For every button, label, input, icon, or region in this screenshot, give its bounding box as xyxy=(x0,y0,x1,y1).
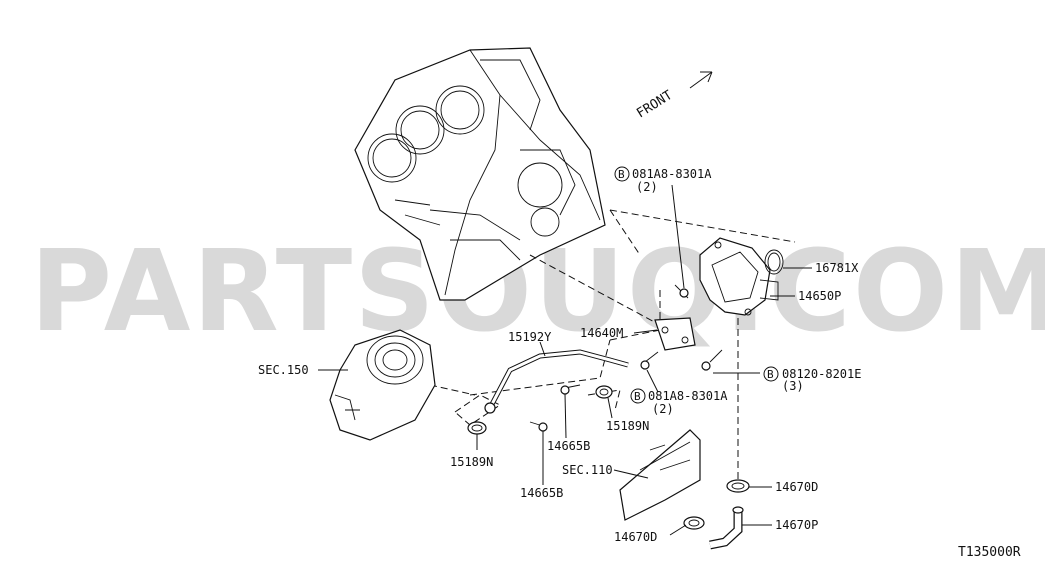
label-bolt-top-qty: (2) xyxy=(636,180,658,194)
bolt-left xyxy=(529,421,548,432)
callout-letter: B xyxy=(767,368,774,381)
label-bolt-right-code: 08120-8201E xyxy=(782,367,861,381)
label-bolt-left: 14665B xyxy=(520,486,563,500)
bolt-top xyxy=(674,284,689,299)
label-bolt-top-code: 081A8-8301A xyxy=(632,167,712,181)
engine-block xyxy=(354,47,606,301)
front-label: FRONT xyxy=(634,88,675,122)
label-clip-bottom: 14670D xyxy=(614,530,657,544)
assembly-lines xyxy=(429,209,796,480)
bolt-right xyxy=(701,349,723,371)
clamp-left xyxy=(467,421,487,435)
front-cover-section xyxy=(619,429,701,521)
label-bracket: 14640M xyxy=(580,326,623,340)
callout-bolt-top: B 081A8-8301A (2) xyxy=(614,166,712,194)
label-clip-right: 14670D xyxy=(775,480,818,494)
label-tube: 15192Y xyxy=(508,330,552,344)
label-hose: 14670P xyxy=(775,518,818,532)
label-gasket: 16781X xyxy=(815,261,859,275)
gasket-ring xyxy=(764,249,784,275)
label-bolt-center: 14665B xyxy=(547,439,590,453)
bolt-center xyxy=(560,384,581,395)
diagram-code: T135000R xyxy=(958,545,1021,560)
bracket xyxy=(654,317,696,351)
callout-bolt-mid: B 081A8-8301A (2) xyxy=(630,388,728,416)
water-hose xyxy=(709,506,744,550)
callout-circle xyxy=(614,166,630,182)
label-sec110: SEC.110 xyxy=(562,463,613,477)
front-indicator: FRONT xyxy=(634,71,713,122)
label-clamp-right: 15189N xyxy=(606,419,649,433)
callout-letter: B xyxy=(634,390,641,403)
bolt-mid xyxy=(640,351,659,370)
callout-circle xyxy=(630,388,646,404)
label-bolt-mid-code: 081A8-8301A xyxy=(648,389,728,403)
label-clamp-left: 15189N xyxy=(450,455,493,469)
oil-cooler-assembly xyxy=(329,329,436,441)
thermostat-housing xyxy=(699,237,779,316)
callout-circle xyxy=(763,366,779,382)
label-bolt-right-qty: (3) xyxy=(782,379,804,393)
label-housing: 14650P xyxy=(798,289,841,303)
label-sec150: SEC.150 xyxy=(258,363,309,377)
callout-letter: B xyxy=(618,168,625,181)
callout-bolt-right: B 08120-8201E (3) xyxy=(763,366,861,393)
label-bolt-mid-qty: (2) xyxy=(652,402,674,416)
water-tube xyxy=(484,349,629,414)
clamp-right xyxy=(595,385,613,399)
leader-lines xyxy=(318,184,812,536)
hose-clip-right xyxy=(726,479,750,493)
hose-clip-bottom xyxy=(683,516,705,530)
